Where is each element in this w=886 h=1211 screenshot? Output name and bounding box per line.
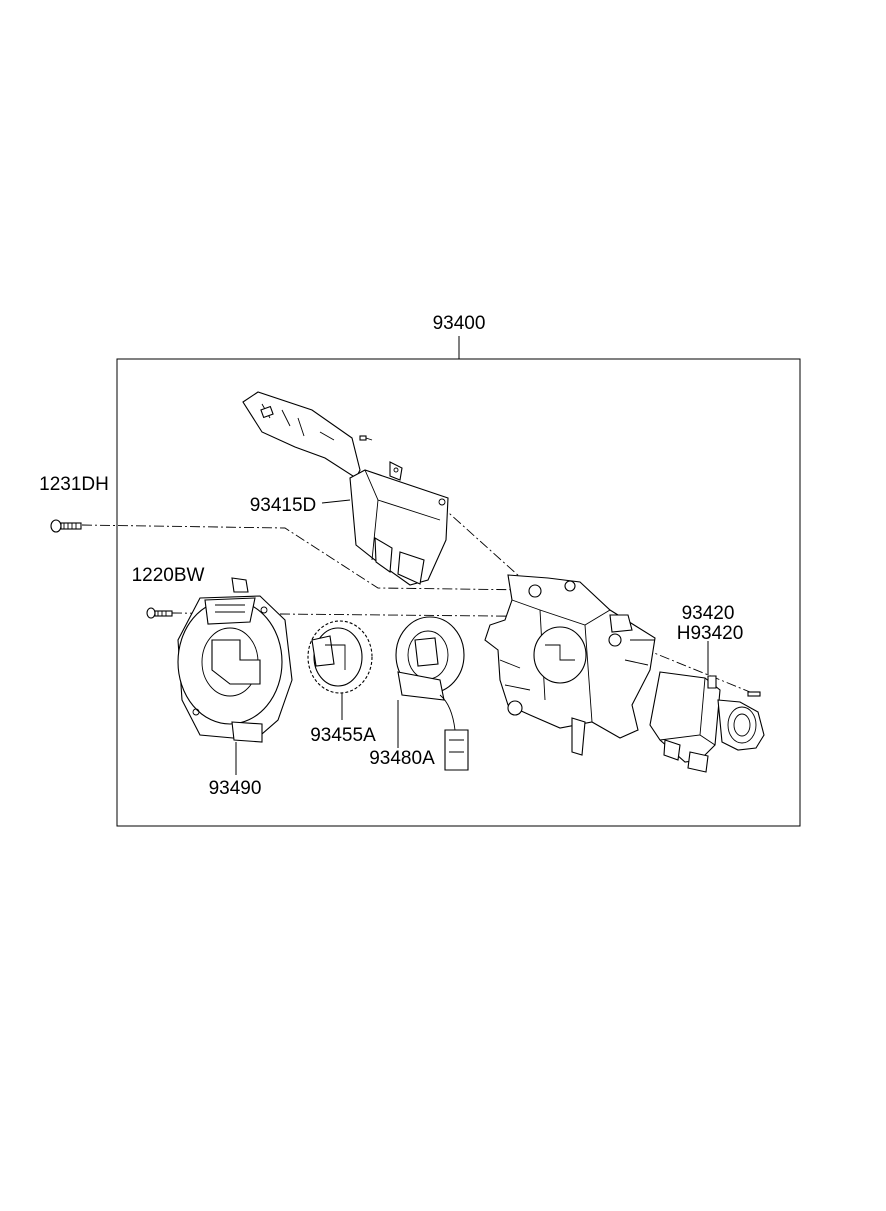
light-switch-part: [649, 671, 765, 773]
label-93420: 93420: [682, 603, 735, 624]
sensor-ring-part: [307, 620, 373, 694]
screw-1231dh-part: [50, 519, 82, 533]
label-93400: 93400: [433, 313, 486, 334]
label-1231dh: 1231DH: [39, 474, 109, 495]
label-93490: 93490: [209, 778, 262, 799]
column-housing-part: [484, 574, 656, 756]
wiper-switch-part: [242, 391, 449, 586]
label-93480a: 93480A: [369, 748, 435, 769]
label-1220bw: 1220BW: [132, 565, 205, 586]
wiper-switch-leader: [321, 499, 351, 504]
label-93455a: 93455A: [310, 725, 376, 746]
angle-sensor-part: [395, 616, 469, 771]
alignment-line-upper: [81, 524, 536, 591]
clock-spring-part: [177, 577, 293, 743]
screw-1220bw-part: [146, 607, 173, 619]
label-h93420: H93420: [677, 623, 744, 644]
label-93415d: 93415D: [250, 495, 317, 516]
